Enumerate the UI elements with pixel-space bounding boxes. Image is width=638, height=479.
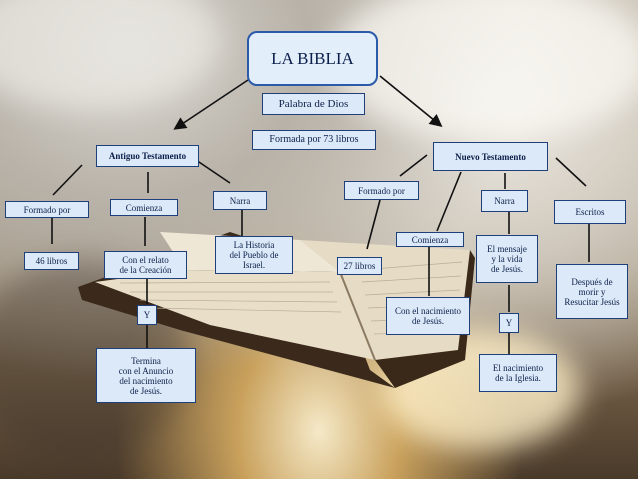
despues-line: morir y <box>578 286 606 297</box>
iglesia-box: El nacimiento de la Iglesia. <box>479 354 557 392</box>
at-y-box: Y <box>137 305 157 325</box>
at-formado-por-box: Formado por <box>5 201 89 218</box>
historia-line: La Historia <box>233 240 275 250</box>
46-libros-text: 46 libros <box>35 256 68 266</box>
at-narra-box: Narra <box>213 191 267 210</box>
nt-comienza-text: Comienza <box>411 234 449 245</box>
nt-nacimiento-line: Con el nacimiento <box>395 306 461 316</box>
at-comienza-box: Comienza <box>110 199 178 216</box>
termina-box: Termina con el Anuncio del nacimiento de… <box>96 348 196 403</box>
27-libros-box: 27 libros <box>337 257 382 275</box>
at-narra-text: Narra <box>229 195 251 206</box>
title-box: LA BIBLIA <box>247 31 378 86</box>
nuevo-testamento-text: Nuevo Testamento <box>455 151 526 162</box>
mensaje-line: y la vida <box>491 254 523 264</box>
nt-narra-box: Narra <box>481 190 528 212</box>
historia-israel-box: La Historia del Pueblo de Israel. <box>215 236 293 274</box>
iglesia-line: El nacimiento <box>492 363 544 373</box>
iglesia-line: de la Iglesia. <box>495 373 541 383</box>
at-comienza-text: Comienza <box>125 202 163 213</box>
termina-line: con el Anuncio <box>118 365 174 376</box>
nt-formado-por-text: Formado por <box>358 185 405 196</box>
at-y-text: Y <box>143 310 151 320</box>
mensaje-line: El mensaje <box>487 244 527 254</box>
nt-comienza-box: Comienza <box>396 232 464 247</box>
at-formado-por-text: Formado por <box>23 204 71 215</box>
historia-line: del Pueblo de <box>229 250 279 260</box>
palabra-de-dios-box: Palabra de Dios <box>262 93 365 115</box>
escritos-text: Escritos <box>575 207 605 217</box>
con-relato-box: Con el relato de la Creación <box>104 251 187 279</box>
historia-line: Israel. <box>242 260 266 270</box>
nuevo-testamento-box: Nuevo Testamento <box>433 142 548 171</box>
nt-y-text: Y <box>505 318 513 328</box>
formada-73-text: Formada por 73 libros <box>269 134 359 145</box>
escritos-box: Escritos <box>554 200 626 224</box>
despues-line: Resucitar Jesús <box>564 296 620 307</box>
despues-box: Después de morir y Resucitar Jesús <box>556 264 628 319</box>
antiguo-testamento-text: Antiguo Testamento <box>108 151 187 161</box>
mensaje-box: El mensaje y la vida de Jesús. <box>476 235 538 283</box>
palabra-de-dios-text: Palabra de Dios <box>278 98 349 110</box>
antiguo-testamento-box: Antiguo Testamento <box>96 145 199 167</box>
nt-nacimiento-box: Con el nacimiento de Jesús. <box>386 297 470 335</box>
46-libros-box: 46 libros <box>24 252 79 270</box>
con-relato-line: Con el relato <box>122 255 169 265</box>
nt-y-box: Y <box>499 313 519 333</box>
termina-line: Termina <box>131 355 161 366</box>
title-text: LA BIBLIA <box>271 48 354 68</box>
27-libros-text: 27 libros <box>343 261 376 271</box>
mensaje-line: de Jesús. <box>491 264 523 274</box>
termina-line: de Jesús. <box>130 385 162 396</box>
formada-73-box: Formada por 73 libros <box>252 130 376 150</box>
nt-narra-text: Narra <box>494 196 515 206</box>
termina-line: del nacimiento <box>119 375 173 386</box>
con-relato-line: de la Creación <box>119 265 172 275</box>
nt-nacimiento-line: de Jesús. <box>412 316 444 326</box>
nt-formado-por-box: Formado por <box>344 181 419 200</box>
despues-line: Después de <box>571 276 613 287</box>
